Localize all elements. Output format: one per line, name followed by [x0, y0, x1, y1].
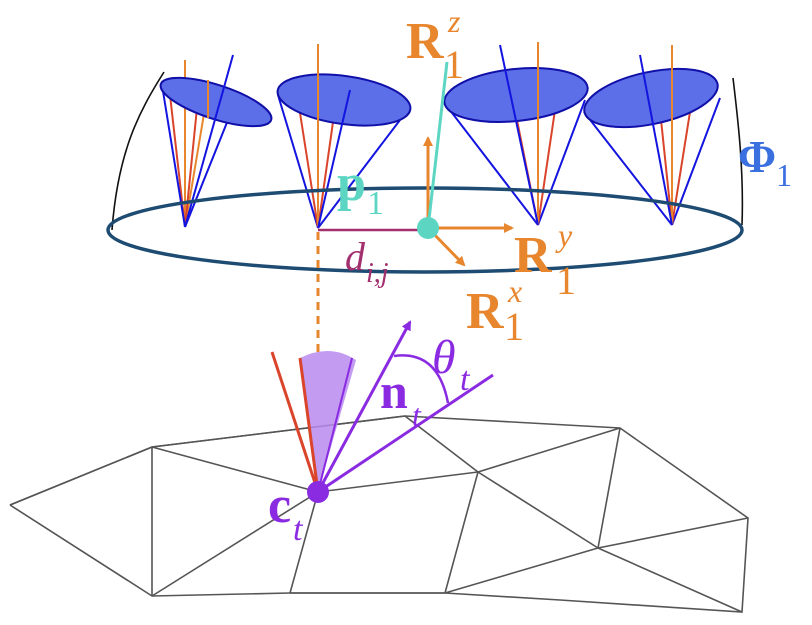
point-ct: [307, 481, 329, 503]
label-phi1: Φ 1: [738, 131, 792, 193]
label-p1-sub: 1: [367, 185, 384, 222]
mesh-edge: [9, 446, 153, 506]
cone-edge: [277, 94, 319, 229]
cone-edge: [317, 119, 401, 229]
mesh-edge: [597, 547, 743, 613]
cone-ray: [298, 357, 320, 493]
cone-cap: [583, 67, 719, 129]
label-Rz-sup: z: [447, 3, 461, 39]
mesh-edge: [444, 547, 599, 594]
label-p1-main: p: [337, 155, 366, 212]
label-dij: d i,j: [345, 234, 389, 289]
label-Rx-sup: x: [507, 273, 522, 309]
cone-ray: [499, 44, 539, 226]
label-Ry: R y 1: [514, 217, 576, 303]
mesh-edge: [151, 491, 319, 597]
cone-cap: [443, 67, 589, 123]
label-Rz: R z 1: [406, 3, 464, 87]
point-p1: [417, 217, 439, 239]
cone-ray: [639, 54, 673, 226]
mesh-edge: [477, 471, 599, 549]
mesh-edge: [289, 491, 319, 594]
cone-ray: [297, 99, 319, 229]
label-theta: θ t: [432, 331, 471, 398]
cone-edge: [184, 109, 233, 228]
cone-ray: [671, 111, 691, 226]
cone-ray: [317, 89, 351, 229]
mesh-edge: [597, 427, 621, 549]
cone-ray: [184, 54, 234, 228]
cone-ray: [270, 351, 320, 493]
surface-point-cone: [270, 320, 494, 503]
cone-2: [276, 44, 412, 229]
cone-ray: [317, 357, 353, 493]
cone-ray: [537, 109, 556, 226]
cone-cap: [276, 73, 412, 127]
label-Rx: R x 1: [466, 273, 524, 349]
label-ct: c t: [268, 477, 304, 548]
label-Rz-main: R: [406, 13, 445, 70]
cone-ray: [659, 109, 673, 226]
mesh-outline: [9, 415, 749, 613]
cone-edge: [445, 104, 539, 226]
cone-ray: [169, 94, 186, 228]
label-Ry-sub: 1: [556, 258, 576, 303]
cone-cap: [159, 76, 273, 128]
triangle-mesh: [9, 415, 749, 613]
mesh-edge: [151, 415, 406, 448]
camera-ring: [106, 186, 744, 274]
teal-line: [426, 61, 449, 229]
label-ct-sub: t: [293, 511, 304, 548]
label-phi1-sub: 1: [776, 157, 792, 193]
cone-ray: [184, 97, 199, 228]
label-nt-sub: t: [412, 397, 422, 433]
cone-1: [159, 54, 273, 228]
label-theta-main: θ: [432, 331, 456, 384]
label-Ry-main: R: [514, 227, 553, 284]
mesh-edge: [151, 446, 319, 493]
label-dij-sub: i,j: [366, 258, 389, 289]
label-Rx-sub: 1: [504, 304, 524, 349]
label-p1: p 1: [337, 155, 384, 222]
cone-4: [583, 45, 721, 226]
cone-3: [443, 42, 589, 226]
label-nt: n t: [380, 363, 422, 433]
label-nt-main: n: [380, 363, 408, 419]
label-Rz-sub: 1: [444, 42, 464, 87]
cone-edge: [537, 99, 586, 226]
label-Rx-main: R: [466, 283, 505, 340]
label-ct-main: c: [268, 477, 291, 534]
label-phi1-main: Φ: [738, 131, 776, 182]
cone-edge: [583, 111, 673, 226]
theta-arc: [393, 354, 450, 404]
cone-ray: [317, 107, 336, 229]
label-Ry-sup: y: [555, 217, 573, 253]
label-dij-main: d: [345, 234, 366, 279]
mesh-edge: [317, 471, 479, 493]
cylinder-right-edge: [732, 77, 744, 226]
cylinder-left-edge: [111, 71, 165, 231]
mesh-edge: [477, 427, 621, 473]
view-direction-line: [317, 373, 494, 494]
mesh-edge: [597, 517, 749, 549]
label-theta-sub: t: [460, 361, 471, 398]
mesh-edge: [444, 471, 479, 594]
normal-nt-arrow: [316, 320, 412, 493]
